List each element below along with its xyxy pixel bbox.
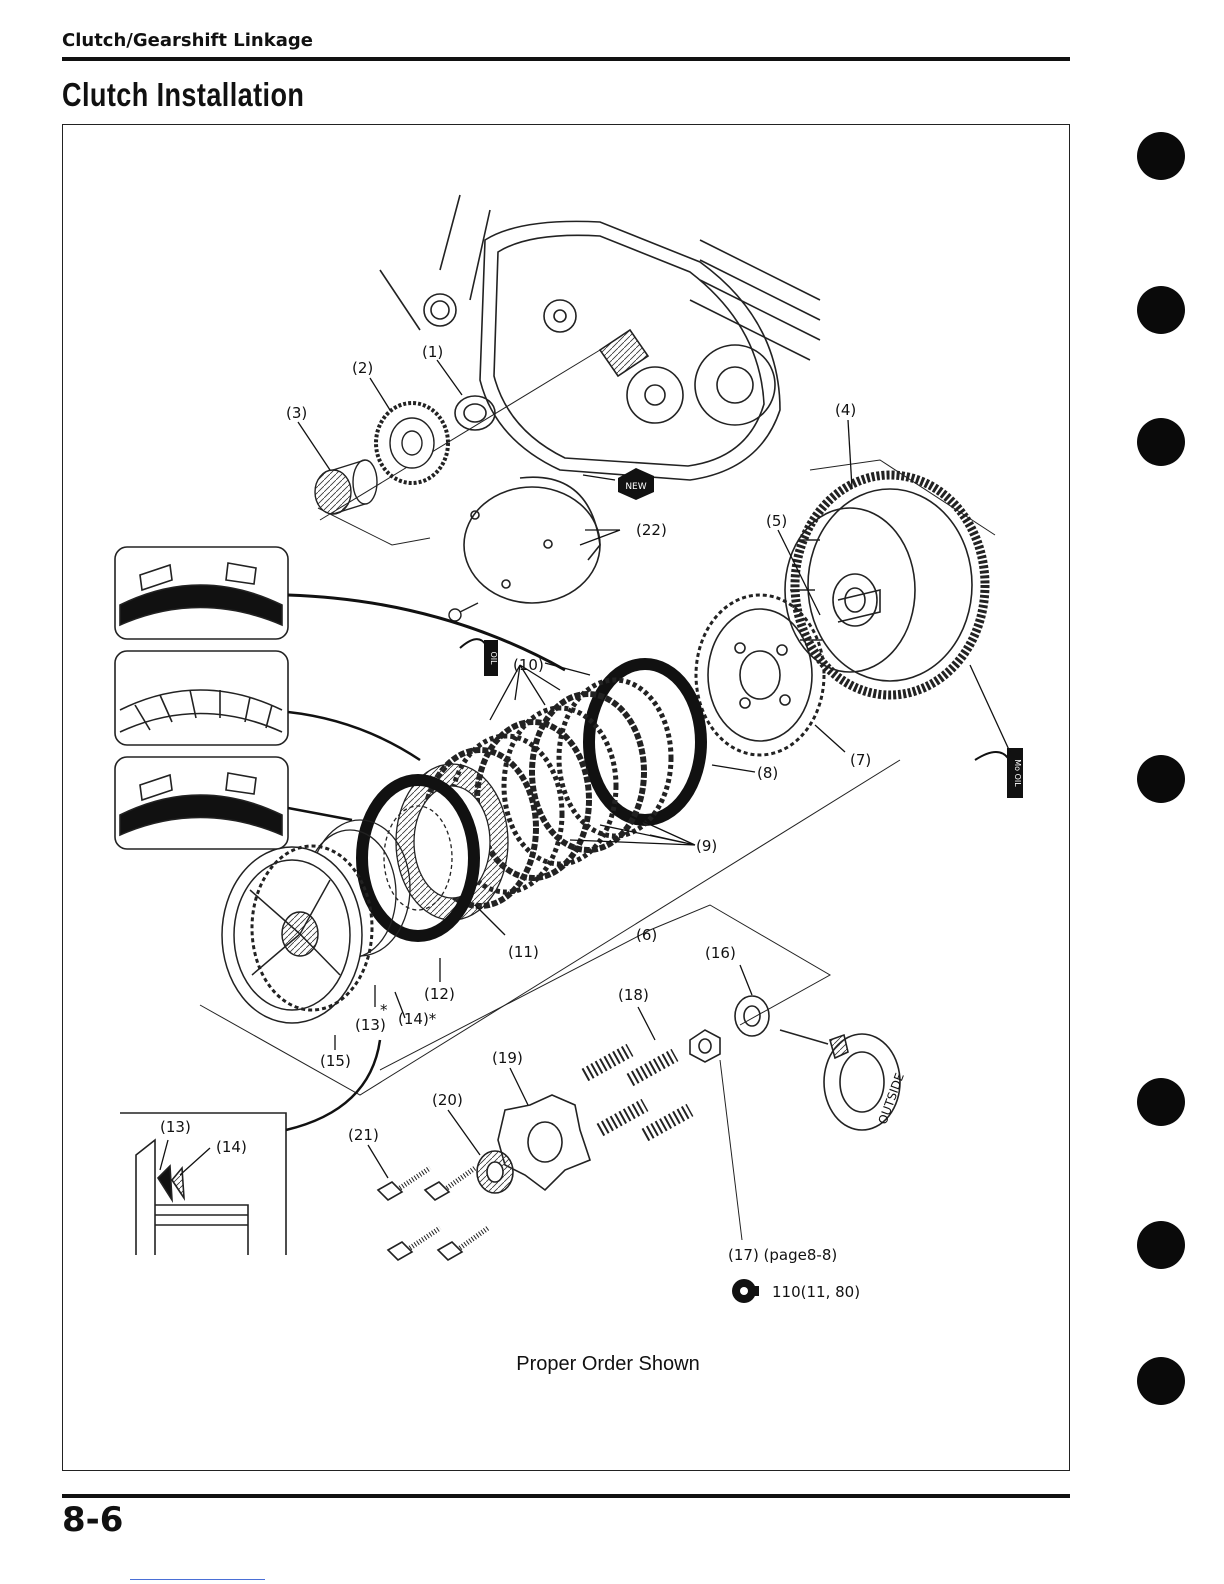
oil-stamp: OIL xyxy=(460,639,498,676)
svg-text:OIL: OIL xyxy=(489,651,498,665)
svg-text:NEW: NEW xyxy=(625,482,646,492)
plate-inset-1 xyxy=(115,547,288,639)
inset-callout-14: (14) xyxy=(216,1138,247,1156)
binding-hole-7 xyxy=(1137,1357,1185,1405)
callout-7: (7) xyxy=(850,751,871,769)
callout-3: (3) xyxy=(286,404,307,422)
callout-10: (10) xyxy=(513,656,544,674)
callout-4: (4) xyxy=(835,401,856,419)
clutch-springs xyxy=(585,1050,690,1135)
callout-6: (6) xyxy=(636,926,657,944)
lifter-bearing xyxy=(477,1151,513,1193)
needle-bearing xyxy=(315,460,377,514)
callout-22: (22) xyxy=(636,521,667,539)
clutch-outer-housing xyxy=(785,475,985,695)
page-number: 8-6 xyxy=(62,1500,123,1540)
lock-washer xyxy=(735,996,769,1036)
plate-inset-3 xyxy=(115,757,288,849)
callout-17: (17) (page8-8) xyxy=(728,1246,837,1264)
binding-hole-5 xyxy=(1137,1078,1185,1126)
callout-5: (5) xyxy=(766,512,787,530)
clutch-locknut xyxy=(690,1030,720,1062)
callout-21: (21) xyxy=(348,1126,379,1144)
figure-caption: Proper Order Shown xyxy=(516,1353,699,1375)
binding-hole-2 xyxy=(1137,286,1185,334)
callout-14: (14)* xyxy=(398,1010,437,1028)
drive-sprocket xyxy=(376,403,448,483)
callout-16: (16) xyxy=(705,944,736,962)
new-stamp: NEW xyxy=(618,468,654,500)
clutch-spring-bolts xyxy=(378,1168,488,1260)
torque-spec: 110(11, 80) xyxy=(772,1283,860,1301)
binding-hole-4 xyxy=(1137,755,1185,803)
callout-12: (12) xyxy=(424,985,455,1003)
inset-callout-13: (13) xyxy=(160,1118,191,1136)
callout-9: (9) xyxy=(696,837,717,855)
callout-19: (19) xyxy=(492,1049,523,1067)
oil-seal xyxy=(455,396,495,430)
plate-inset-2 xyxy=(115,651,288,745)
clutch-plate-stack xyxy=(362,664,701,936)
callout-8: (8) xyxy=(757,764,778,782)
pressure-plate xyxy=(222,846,372,1023)
callout-1: (1) xyxy=(422,343,443,361)
binding-hole-6 xyxy=(1137,1221,1185,1269)
callout-2: (2) xyxy=(352,359,373,377)
inset-leader-2 xyxy=(288,712,420,760)
callout-15: (15) xyxy=(320,1052,351,1070)
clutch-cover xyxy=(464,477,600,603)
footer-link-underline xyxy=(130,1579,265,1580)
mo-oil-stamp: Mo OIL xyxy=(975,748,1023,798)
spring-seat-detail-inset xyxy=(120,1113,286,1255)
cover-bolt xyxy=(449,603,478,621)
clutch-center xyxy=(696,595,824,755)
callout-18: (18) xyxy=(618,986,649,1004)
footer-rule xyxy=(62,1494,1070,1498)
binding-hole-3 xyxy=(1137,418,1185,466)
torque-wrench-icon xyxy=(732,1279,759,1303)
star-marker: * xyxy=(380,1001,388,1019)
svg-text:Mo OIL: Mo OIL xyxy=(1013,759,1022,787)
binding-hole-1 xyxy=(1137,132,1185,180)
callout-11: (11) xyxy=(508,943,539,961)
callout-20: (20) xyxy=(432,1091,463,1109)
inset-leader-3 xyxy=(288,808,352,820)
